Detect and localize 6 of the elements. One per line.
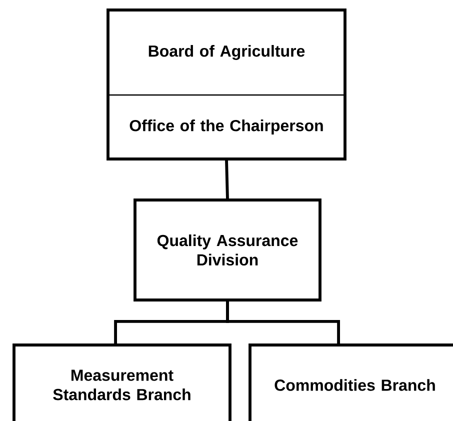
connector-line	[226, 301, 340, 344]
org-box: Board of Agriculture Office of the Chairperson	[106, 8, 346, 160]
connector-line	[225, 160, 229, 199]
org-box: Commodities Branch	[248, 344, 453, 421]
org-box: Quality Assurance Division	[134, 198, 322, 302]
org-box: Measurement Standards Branch	[12, 344, 232, 421]
